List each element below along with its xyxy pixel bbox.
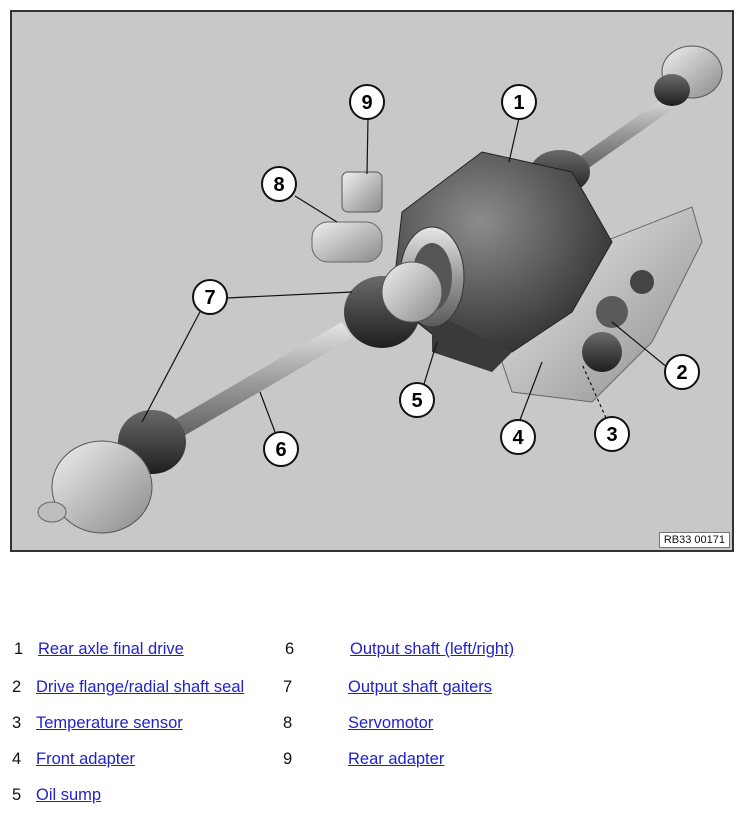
- callout-4: 4: [500, 419, 536, 455]
- legend-number: 1: [14, 640, 24, 658]
- svg-text:4: 4: [512, 427, 524, 449]
- legend-number: 2: [12, 678, 22, 696]
- right-output-shaft: [530, 45, 723, 194]
- diagram-figure: 1 2 3 4 5 6 7 8: [10, 10, 734, 552]
- left-output-shaft: [37, 261, 443, 534]
- legend-link-rear-adapter[interactable]: Rear adapter: [348, 750, 445, 768]
- final-drive-illustration: 1 2 3 4 5 6 7 8: [37, 45, 723, 534]
- legend-number: 8: [283, 714, 293, 732]
- svg-text:7: 7: [204, 287, 215, 309]
- legend-link-output-shaft[interactable]: Output shaft (left/right): [350, 640, 515, 658]
- legend-link-output-shaft-gaiters[interactable]: Output shaft gaiters: [348, 678, 492, 696]
- svg-text:5: 5: [411, 390, 422, 412]
- leader-lines: [141, 117, 669, 433]
- legend-link-oil-sump[interactable]: Oil sump: [36, 786, 102, 804]
- legend-link-front-adapter[interactable]: Front adapter: [36, 750, 136, 768]
- callout-8: 8: [261, 166, 297, 202]
- rear-adapter-bracket: [501, 206, 703, 403]
- callout-9: 9: [349, 84, 385, 120]
- callout-7: 7: [192, 279, 228, 315]
- callout-3: 3: [594, 416, 630, 452]
- legend-link-temperature-sensor[interactable]: Temperature sensor: [36, 714, 183, 732]
- legend-link-drive-flange[interactable]: Drive flange/radial shaft seal: [36, 678, 245, 696]
- callout-1: 1: [501, 84, 537, 120]
- callout-5: 5: [399, 382, 435, 418]
- legend-number: 3: [12, 714, 22, 732]
- legend-number: 6: [285, 640, 295, 658]
- legend-number: 5: [12, 786, 22, 804]
- svg-text:6: 6: [275, 439, 286, 461]
- svg-text:3: 3: [606, 424, 617, 446]
- legend-link-rear-axle-final-drive[interactable]: Rear axle final drive: [38, 640, 184, 658]
- figure-code: RB33 00171: [658, 532, 730, 548]
- callout-6: 6: [263, 431, 299, 467]
- svg-text:2: 2: [676, 362, 687, 384]
- legend-link-servomotor[interactable]: Servomotor: [348, 714, 434, 732]
- legend-number: 9: [283, 750, 293, 768]
- legend-number: 4: [12, 750, 22, 768]
- svg-text:8: 8: [273, 174, 284, 196]
- svg-text:1: 1: [513, 92, 524, 114]
- callout-2: 2: [664, 354, 700, 390]
- svg-text:9: 9: [361, 92, 372, 114]
- servomotor-illustration: [311, 171, 383, 263]
- legend-number: 7: [283, 678, 293, 696]
